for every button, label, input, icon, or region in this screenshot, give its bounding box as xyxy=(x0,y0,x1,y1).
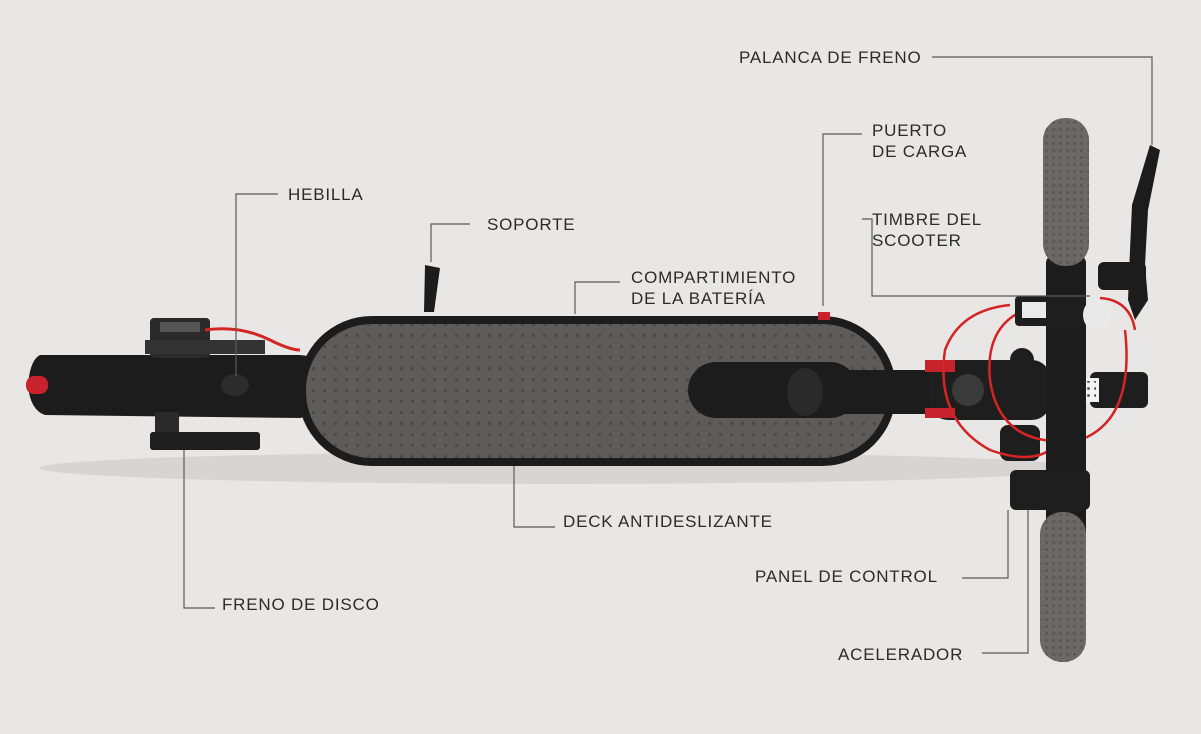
leader-lines xyxy=(183,56,1153,654)
buckle-hook xyxy=(221,374,249,396)
label-battery-line2: DE LA BATERÍA xyxy=(631,289,766,308)
label-brake-lever: PALANCA DE FRENO xyxy=(739,47,922,68)
disc-brake xyxy=(145,318,301,450)
label-control-panel: PANEL DE CONTROL xyxy=(755,566,938,587)
label-battery-compartment: COMPARTIMIENTO DE LA BATERÍA xyxy=(631,267,796,309)
folded-stem xyxy=(787,360,1050,420)
label-deck-text: DECK ANTIDESLIZANTE xyxy=(563,512,773,531)
label-disc-brake: FRENO DE DISCO xyxy=(222,594,380,615)
handlebar xyxy=(1010,118,1111,662)
label-deck: DECK ANTIDESLIZANTE xyxy=(563,511,773,532)
kickstand xyxy=(424,265,440,312)
label-bell-line2: SCOOTER xyxy=(872,231,962,250)
bell xyxy=(1083,299,1111,331)
label-charging-port-line2: DE CARGA xyxy=(872,142,968,161)
rear-light xyxy=(26,376,48,394)
rear-fender xyxy=(26,355,350,418)
front-wheel xyxy=(1000,348,1148,461)
label-charging-port: PUERTO DE CARGA xyxy=(872,120,967,162)
label-kickstand-text: SOPORTE xyxy=(487,215,576,234)
brake-cables xyxy=(942,296,1137,459)
label-buckle: HEBILLA xyxy=(288,184,364,205)
label-bell-line1: TIMBRE DEL xyxy=(872,210,983,229)
label-buckle-text: HEBILLA xyxy=(288,185,364,204)
label-charging-port-line1: PUERTO xyxy=(872,121,948,140)
throttle xyxy=(1010,470,1090,510)
label-disc-brake-text: FRENO DE DISCO xyxy=(222,595,380,614)
charging-port xyxy=(818,312,830,320)
label-control-panel-text: PANEL DE CONTROL xyxy=(755,567,938,586)
label-throttle-text: ACELERADOR xyxy=(838,645,964,664)
label-bell: TIMBRE DEL SCOOTER xyxy=(872,209,982,251)
label-battery-line1: COMPARTIMIENTO xyxy=(631,268,797,287)
label-throttle: ACELERADOR xyxy=(838,644,963,665)
label-brake-lever-text: PALANCA DE FRENO xyxy=(739,48,922,67)
brake-lever xyxy=(1128,145,1160,320)
label-kickstand: SOPORTE xyxy=(487,214,575,235)
